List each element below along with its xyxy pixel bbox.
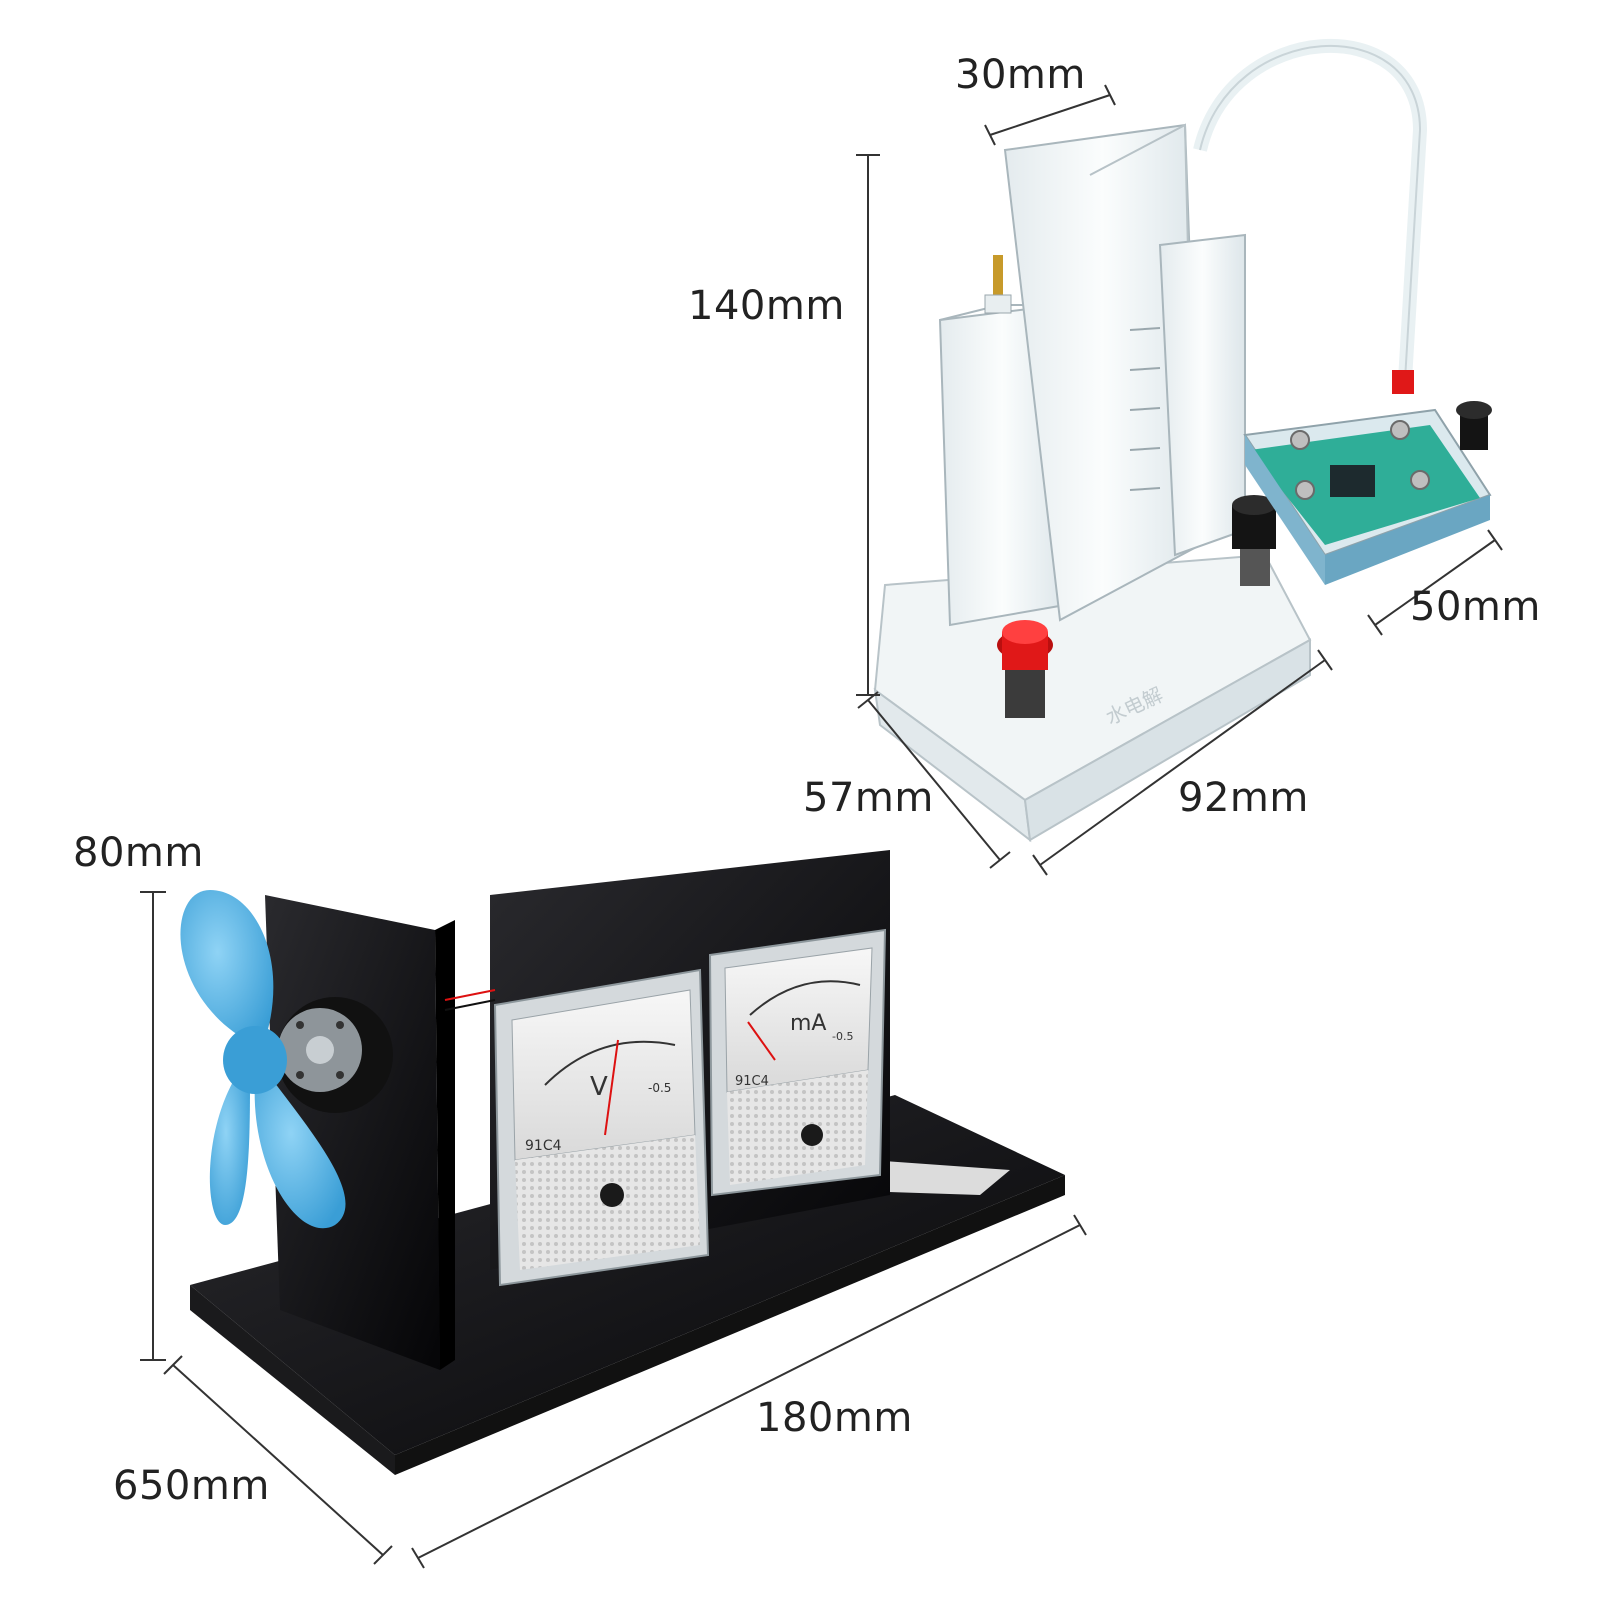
gas-nozzle — [993, 255, 1003, 295]
voltmeter-class: -0.5 — [648, 1081, 671, 1095]
fuel-cell-knob — [1456, 401, 1492, 450]
milliammeter-class: -0.5 — [832, 1030, 853, 1043]
voltmeter: V 91C4 -0.5 — [493, 968, 710, 1287]
dim-650mm: 650mm — [113, 1463, 270, 1509]
dim-92mm: 92mm — [1178, 775, 1309, 821]
voltmeter-unit: V — [590, 1072, 608, 1102]
display-stand: V 91C4 -0.5 mA 91C4 -0.5 — [180, 850, 1065, 1475]
fuel-cell — [1243, 370, 1492, 585]
red-terminal — [997, 620, 1053, 718]
milliammeter-model: 91C4 — [735, 1074, 769, 1089]
milliammeter-unit: mA — [790, 1011, 826, 1036]
dim-80mm: 80mm — [73, 830, 204, 876]
hose-connector — [1392, 370, 1414, 394]
voltmeter-model: 91C4 — [525, 1138, 562, 1154]
dim-140mm: 140mm — [688, 283, 845, 329]
black-terminal — [1232, 495, 1276, 586]
electrolyzer: 水电解 — [873, 39, 1428, 843]
milliammeter: mA 91C4 -0.5 — [708, 928, 887, 1197]
dim-57mm: 57mm — [803, 775, 934, 821]
dim-30mm: 30mm — [955, 52, 1086, 98]
dim-50mm: 50mm — [1410, 584, 1541, 630]
fan — [180, 890, 346, 1229]
dimension-lines — [140, 84, 1503, 1569]
dim-180mm: 180mm — [756, 1395, 913, 1441]
